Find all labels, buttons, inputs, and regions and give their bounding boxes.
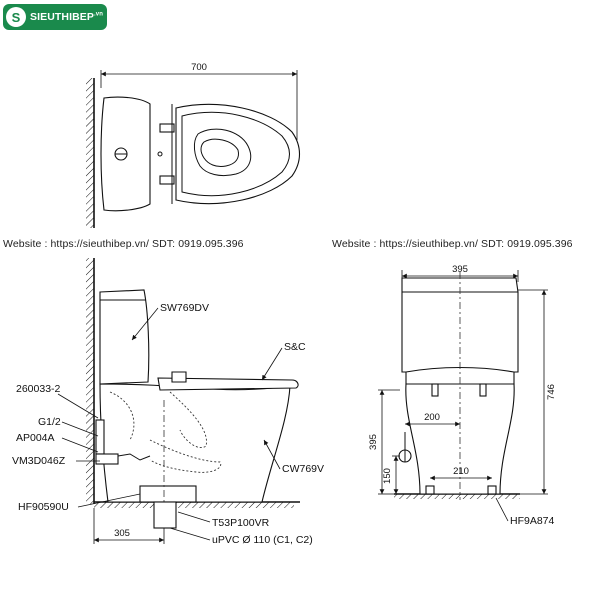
top-tank-bolt-icon (157, 151, 163, 157)
top-wall-hatch (86, 78, 94, 228)
leader-seat (261, 347, 283, 381)
side-drain-pipe (153, 501, 177, 529)
dim-rough-in: 305 (114, 528, 130, 539)
front-bolt-right-icon (487, 485, 497, 495)
label-part-vm3d046z: VM3D046Z (12, 455, 66, 467)
label-pipe-upvc: uPVC Ø 110 (C1, C2) (212, 534, 313, 546)
top-bowl-drain (200, 138, 239, 167)
watermark-left: Website : https://sieuthibep.vn/ SDT: 09… (3, 238, 244, 250)
brand-name-text: SIEUTHIBEP (30, 11, 95, 23)
label-part-hf90590u: HF90590U (18, 501, 69, 513)
side-seat-hinge-icon (171, 371, 187, 383)
top-bowl-opening (193, 128, 252, 177)
brand-suffix: .vn (94, 11, 103, 18)
front-height-dim: 746 (546, 384, 557, 400)
front-inlet-height-dim: 395 (368, 434, 379, 450)
front-view: 395 746 200 210 395 150 HF9A874 (368, 264, 557, 527)
label-part-260033: 260033-2 (16, 383, 61, 395)
top-view: 700 (86, 62, 301, 228)
side-stop-valve (95, 453, 119, 465)
side-hose (117, 453, 151, 461)
side-tank (99, 289, 150, 385)
side-trap-inner (109, 391, 135, 441)
front-seat (405, 366, 515, 385)
label-part-g12: G1/2 (38, 416, 61, 428)
front-width-dim: 395 (452, 264, 468, 275)
leader-part-hf90590u (77, 493, 141, 508)
front-inlet-offset-dim: 200 (424, 412, 440, 423)
side-view: SW769DV S&C CW769V 260033-2 G1/2 AP004A … (12, 258, 324, 546)
top-seat-lid-outline (175, 103, 301, 205)
label-part-ap004a: AP004A (16, 432, 55, 444)
label-bowl-model: CW769V (282, 463, 324, 475)
leader-part-ap004a (61, 437, 99, 453)
side-bowl (99, 383, 291, 503)
top-width-dim: 700 (191, 62, 207, 73)
side-supply-pipe (95, 419, 105, 455)
front-hinge-left-icon (431, 383, 439, 397)
leader-bowl (263, 439, 281, 470)
brand-name: SIEUTHIBEP.vn (30, 11, 103, 23)
front-floor-hatch (394, 494, 520, 499)
watermark-right: Website : https://sieuthibep.vn/ SDT: 09… (332, 238, 573, 250)
label-tank-model: SW769DV (160, 302, 209, 314)
side-seat (157, 377, 299, 391)
side-drain-flange (139, 485, 197, 503)
leader-part-260033 (57, 393, 99, 419)
leader-pipe-t53p100vr (177, 511, 211, 523)
brand-badge-icon: S (6, 7, 26, 27)
label-pipe-t53p100vr: T53P100VR (212, 517, 270, 529)
front-floor-height-dim: 150 (382, 468, 393, 484)
leader-pipe-upvc (169, 527, 211, 541)
leader-tank (131, 307, 159, 341)
label-front-part: HF9A874 (510, 515, 555, 527)
leader-part-g12 (61, 421, 99, 437)
top-seat-inner (181, 111, 290, 197)
front-bolt-left-icon (425, 485, 435, 495)
top-hinge-upper-icon (159, 123, 175, 133)
brand-logo[interactable]: S SIEUTHIBEP.vn (3, 4, 107, 30)
front-bolt-spacing-dim: 210 (453, 466, 469, 477)
side-floor-hatch (94, 502, 294, 508)
side-wall-hatch (86, 258, 94, 504)
top-hinge-lower-icon (159, 175, 175, 185)
label-seat-model: S&C (284, 341, 306, 353)
leader-front-part (495, 497, 509, 522)
front-hinge-right-icon (479, 383, 487, 397)
